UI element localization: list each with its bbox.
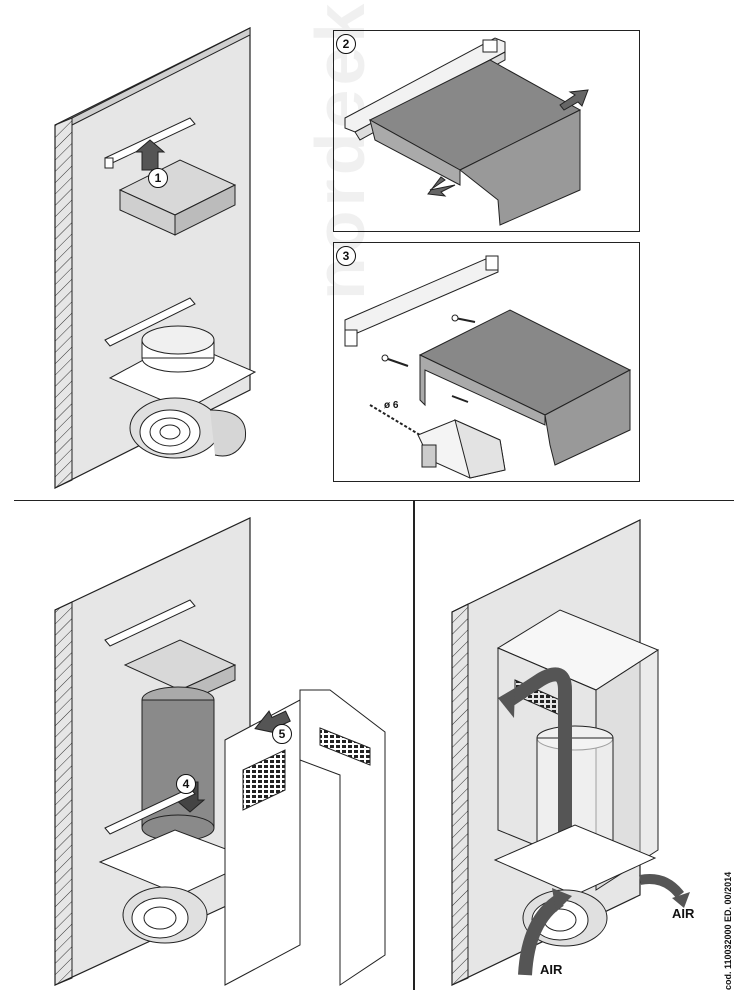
air-label-right: AIR [672,906,695,921]
document-code: cod. 110032000 ED. 00/2014 [723,871,733,990]
step-badge-2: 2 [336,34,356,54]
step-badge-1: 1 [148,168,168,188]
fan-assembly-top [104,297,257,459]
duct-cylinder [141,686,215,842]
screw-icon [381,314,476,403]
up-arrow-1 [134,139,166,171]
step3-bracket [344,255,632,479]
air-arrow-icon [518,874,690,976]
chimney-cover [224,689,386,986]
drill [369,404,506,479]
step2-bracket [344,37,589,226]
air-label-bottom: AIR [540,962,563,977]
fan-assembly-bottom [98,787,257,944]
drill-diameter-label: ø 6 [384,400,399,411]
step-badge-5: 5 [272,724,292,744]
step-badge-4: 4 [176,774,196,794]
step-badge-3: 3 [336,246,356,266]
